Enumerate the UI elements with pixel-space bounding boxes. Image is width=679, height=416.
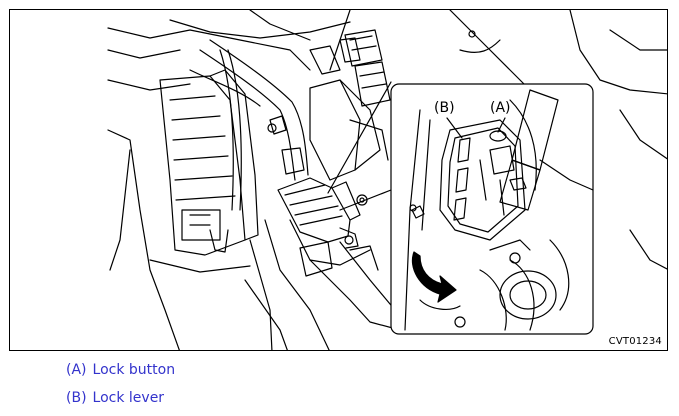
diagram-figure: (B) (A) CVT01234 — [9, 9, 668, 351]
inset-leader — [327, 81, 392, 211]
legend-key: (A) — [66, 362, 87, 378]
legend-text: Lock button — [92, 362, 176, 378]
relay-block — [159, 49, 259, 256]
body-structure — [107, 10, 667, 350]
legend: (A) Lock button (B) Lock lever — [66, 360, 175, 416]
legend-item: (B) Lock lever — [66, 388, 175, 416]
wire-harness — [189, 37, 361, 181]
legend-item: (A) Lock button — [66, 360, 175, 388]
figure-code: CVT01234 — [608, 336, 662, 347]
legend-key: (B) — [66, 390, 87, 406]
detail-inset — [390, 83, 594, 335]
callout-b-label: (B) — [434, 100, 455, 116]
legend-text: Lock lever — [92, 390, 165, 406]
upper-connectors — [309, 29, 391, 181]
control-unit-connector — [277, 177, 368, 249]
component-illustration: (B) (A) — [107, 10, 667, 350]
panel-bracket — [249, 239, 379, 350]
callout-a-label: (A) — [490, 100, 511, 116]
rotation-arrow — [411, 251, 457, 303]
